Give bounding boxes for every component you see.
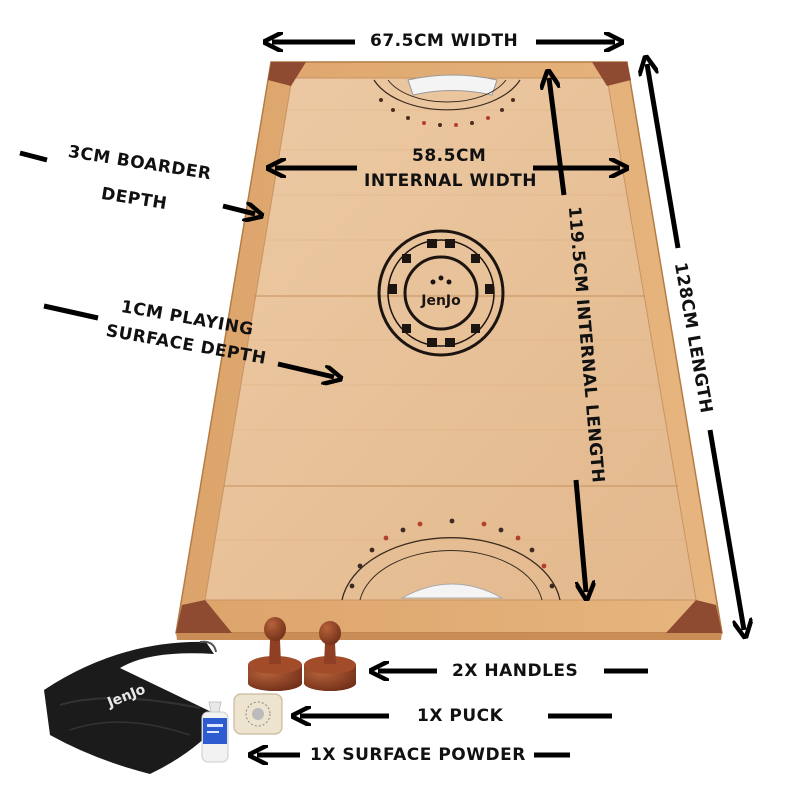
- puck: [233, 693, 283, 735]
- surface-powder-bottle: [201, 701, 229, 763]
- arrow-up-icon: [549, 78, 567, 196]
- arrow-down-icon: [707, 429, 744, 630]
- arrow-up-icon: [647, 64, 681, 249]
- corner-block-top-right: [592, 62, 631, 86]
- width-label: 67.5CM WIDTH: [370, 31, 519, 51]
- dash-marks: [19, 150, 648, 758]
- corner-block-bottom-left: [176, 600, 232, 633]
- bottom-goal: [341, 518, 561, 601]
- arrow-right-icon: [222, 206, 255, 214]
- center-logo-text: JenJo: [420, 293, 461, 309]
- corner-block-bottom-right: [666, 600, 722, 633]
- storage-bag: JenJo: [44, 640, 224, 774]
- internal-width-label-line1: 58.5CM: [412, 146, 487, 166]
- powder-label: 1X SURFACE POWDER: [310, 745, 526, 765]
- arrow-right-icon: [277, 361, 334, 377]
- sjoelbak-board: JenJo: [175, 61, 723, 640]
- arrow-down-icon: [573, 479, 586, 592]
- top-goal: [373, 74, 521, 127]
- dimension-arrows: [222, 42, 744, 755]
- corner-block-top-left: [268, 62, 306, 86]
- internal-width-label-line2: INTERNAL WIDTH: [364, 171, 537, 191]
- handle-left: [248, 617, 302, 691]
- board-front-edge: [176, 633, 722, 640]
- handle-right: [304, 621, 356, 691]
- handles-label: 2X HANDLES: [452, 661, 579, 681]
- center-logo: JenJo: [377, 229, 505, 357]
- puck-label: 1X PUCK: [417, 706, 504, 726]
